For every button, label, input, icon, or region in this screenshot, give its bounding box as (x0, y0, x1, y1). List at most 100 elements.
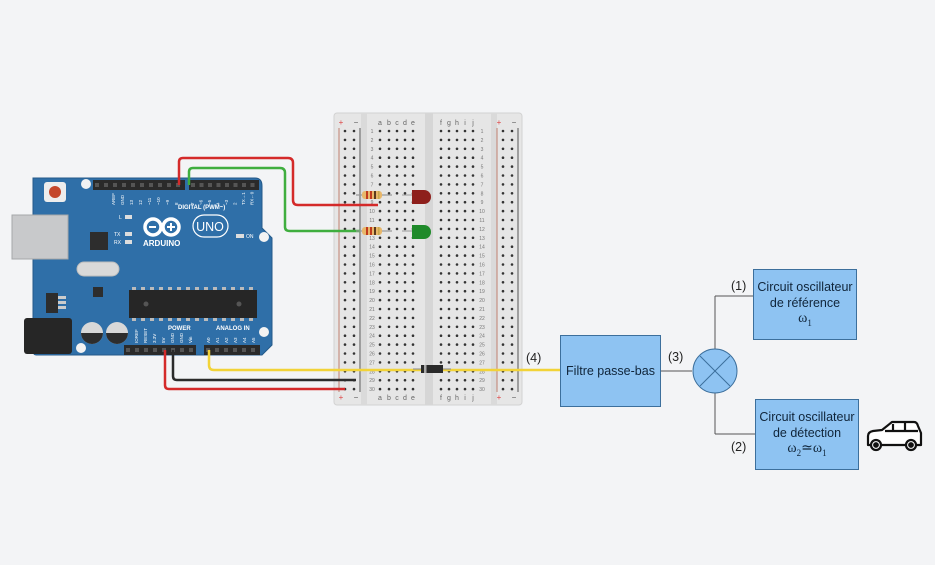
breadboard-hole[interactable] (411, 183, 415, 186)
rail-hole[interactable] (352, 307, 356, 311)
breadboard-hole[interactable] (411, 281, 415, 284)
breadboard-hole[interactable] (411, 165, 415, 168)
breadboard-hole[interactable] (447, 307, 451, 311)
breadboard-hole[interactable] (455, 325, 459, 329)
rail-hole[interactable] (510, 298, 514, 302)
rail-hole[interactable] (501, 307, 505, 311)
rail-hole[interactable] (352, 352, 356, 355)
breadboard-hole[interactable] (411, 289, 415, 293)
breadboard-hole[interactable] (463, 254, 467, 257)
breadboard-hole[interactable] (439, 156, 443, 159)
rail-hole[interactable] (501, 192, 505, 195)
breadboard-hole[interactable] (439, 298, 443, 302)
rail-hole[interactable] (343, 192, 347, 195)
rail-hole[interactable] (510, 325, 514, 329)
rail-hole[interactable] (343, 334, 347, 338)
breadboard-hole[interactable] (455, 218, 459, 222)
header-pin[interactable] (131, 183, 135, 187)
breadboard-hole[interactable] (411, 138, 415, 142)
breadboard-hole[interactable] (387, 200, 391, 204)
rail-hole[interactable] (352, 361, 356, 364)
rail-hole[interactable] (343, 218, 347, 222)
rail-hole[interactable] (501, 272, 505, 275)
breadboard-hole[interactable] (455, 174, 459, 177)
breadboard-hole[interactable] (403, 174, 407, 177)
rail-hole[interactable] (343, 352, 347, 355)
breadboard-hole[interactable] (471, 307, 475, 311)
breadboard-hole[interactable] (447, 281, 451, 284)
breadboard-hole[interactable] (463, 263, 467, 266)
rail-hole[interactable] (352, 298, 356, 302)
breadboard-hole[interactable] (471, 281, 475, 284)
breadboard-hole[interactable] (447, 343, 451, 346)
breadboard-hole[interactable] (439, 272, 443, 275)
header-pin[interactable] (104, 183, 108, 187)
breadboard-hole[interactable] (455, 263, 459, 266)
breadboard-hole[interactable] (403, 147, 407, 151)
breadboard-hole[interactable] (447, 218, 451, 222)
breadboard-hole[interactable] (411, 272, 415, 275)
rail-hole[interactable] (352, 156, 356, 159)
breadboard-hole[interactable] (455, 129, 459, 133)
breadboard-hole[interactable] (411, 352, 415, 355)
breadboard-hole[interactable] (455, 138, 459, 142)
breadboard-hole[interactable] (378, 218, 382, 222)
breadboard-hole[interactable] (395, 325, 399, 329)
breadboard-hole[interactable] (471, 387, 475, 391)
rail-hole[interactable] (510, 289, 514, 293)
breadboard-hole[interactable] (463, 156, 467, 159)
header-pin[interactable] (180, 348, 184, 352)
breadboard-hole[interactable] (387, 236, 391, 240)
breadboard-hole[interactable] (395, 307, 399, 311)
rail-hole[interactable] (501, 174, 505, 177)
breadboard-hole[interactable] (411, 209, 415, 213)
breadboard-hole[interactable] (387, 156, 391, 159)
rail-hole[interactable] (501, 236, 505, 240)
breadboard-hole[interactable] (403, 272, 407, 275)
breadboard-hole[interactable] (378, 325, 382, 329)
rail-hole[interactable] (352, 272, 356, 275)
breadboard-hole[interactable] (463, 138, 467, 142)
breadboard-hole[interactable] (455, 200, 459, 204)
rail-hole[interactable] (510, 156, 514, 159)
breadboard-hole[interactable] (471, 378, 475, 382)
breadboard-hole[interactable] (463, 289, 467, 293)
rail-hole[interactable] (343, 254, 347, 257)
rail-hole[interactable] (343, 307, 347, 311)
breadboard-hole[interactable] (378, 307, 382, 311)
header-pin[interactable] (208, 183, 212, 187)
rail-hole[interactable] (510, 245, 514, 248)
rail-hole[interactable] (501, 334, 505, 338)
breadboard-hole[interactable] (387, 281, 391, 284)
breadboard-hole[interactable] (447, 387, 451, 391)
rail-hole[interactable] (343, 236, 347, 240)
breadboard-hole[interactable] (378, 352, 382, 355)
rail-hole[interactable] (510, 192, 514, 195)
breadboard-hole[interactable] (395, 254, 399, 257)
rail-hole[interactable] (501, 165, 505, 168)
breadboard-hole[interactable] (447, 147, 451, 151)
rail-hole[interactable] (343, 298, 347, 302)
rail-hole[interactable] (343, 200, 347, 204)
breadboard-hole[interactable] (447, 138, 451, 142)
breadboard-hole[interactable] (387, 298, 391, 302)
breadboard-hole[interactable] (395, 227, 399, 231)
breadboard-hole[interactable] (447, 236, 451, 240)
rail-hole[interactable] (501, 387, 505, 391)
rail-hole[interactable] (510, 218, 514, 222)
breadboard-hole[interactable] (378, 147, 382, 151)
breadboard-hole[interactable] (471, 334, 475, 338)
rail-hole[interactable] (501, 281, 505, 284)
breadboard-hole[interactable] (387, 361, 391, 364)
rail-hole[interactable] (510, 334, 514, 338)
rail-hole[interactable] (343, 183, 347, 186)
header-pin[interactable] (144, 348, 148, 352)
breadboard-hole[interactable] (439, 343, 443, 346)
header-pin[interactable] (242, 183, 246, 187)
breadboard-hole[interactable] (411, 316, 415, 320)
breadboard-hole[interactable] (471, 174, 475, 177)
breadboard-hole[interactable] (395, 272, 399, 275)
breadboard-hole[interactable] (387, 307, 391, 311)
rail-hole[interactable] (501, 156, 505, 159)
rail-hole[interactable] (501, 227, 505, 231)
